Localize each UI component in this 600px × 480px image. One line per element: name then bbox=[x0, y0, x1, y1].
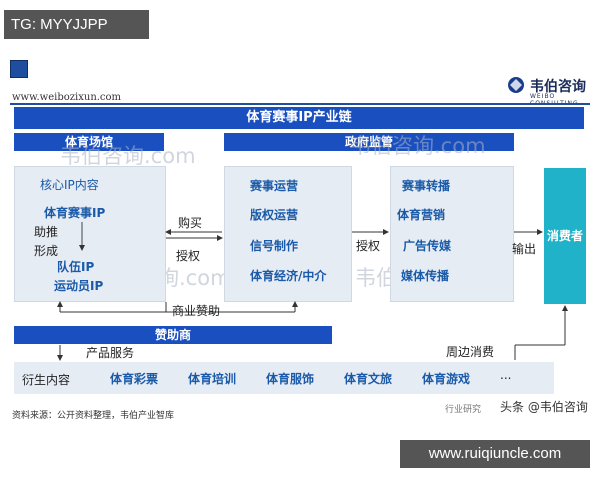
diagram-title: 体育赛事IP产业链 bbox=[14, 107, 584, 129]
derivatives-label: 衍生内容 bbox=[22, 373, 71, 387]
push-label: 助推 bbox=[34, 225, 59, 239]
copyright-operation-label: 版权运营 bbox=[250, 208, 299, 222]
consumer-label: 消费者 bbox=[546, 229, 583, 243]
event-operation-label: 赛事运营 bbox=[250, 179, 299, 193]
event-broadcast-label: 赛事转播 bbox=[402, 179, 451, 193]
source-note: 资料来源：公开资料整理，韦伯产业智库 bbox=[12, 411, 175, 421]
broadcast-box bbox=[390, 166, 514, 302]
product-service-label: 产品服务 bbox=[86, 346, 135, 360]
deriv-item: 体育彩票 bbox=[110, 372, 159, 386]
brand-logo-icon bbox=[508, 77, 524, 93]
media-spread-label: 媒体传播 bbox=[401, 269, 450, 283]
faint-watermark: 韦伯咨询.com bbox=[350, 134, 486, 158]
derivatives-box bbox=[14, 362, 554, 394]
section-government: 政府监管 bbox=[224, 133, 514, 151]
peripheral-consumption-label: 周边消费 bbox=[446, 345, 495, 359]
section-sponsor: 赞助商 bbox=[14, 326, 332, 344]
license-label: 授权 bbox=[176, 249, 201, 263]
output-label: 输出 bbox=[512, 242, 537, 256]
core-ip-label: 核心IP内容 bbox=[40, 178, 99, 192]
deriv-item: 体育游戏 bbox=[422, 372, 471, 386]
brand-name: 韦伯咨询 bbox=[530, 79, 586, 95]
event-ip-label: 体育赛事IP bbox=[44, 206, 106, 220]
section-venue: 体育场馆 bbox=[14, 133, 164, 151]
website-url[interactable]: www.weibozixun.com bbox=[12, 92, 122, 103]
channel-tag: TG: MYYJJPP bbox=[4, 10, 149, 39]
watermark-industry: 行业研究 bbox=[445, 405, 482, 415]
faint-watermark: 韦伯咨询.com bbox=[60, 144, 196, 168]
sports-marketing-label: 体育营销 bbox=[397, 208, 446, 222]
form-label: 形成 bbox=[34, 244, 59, 258]
license-label-2: 授权 bbox=[356, 239, 381, 253]
ad-media-label: 广告传媒 bbox=[403, 239, 452, 253]
deriv-item: 体育服饰 bbox=[266, 372, 315, 386]
watermark-author: 头条 @韦伯咨询 bbox=[500, 400, 588, 414]
deriv-item: 体育培训 bbox=[188, 372, 237, 386]
deriv-item: 体育文旅 bbox=[344, 372, 393, 386]
watermark-url[interactable]: www.ruiqiuncle.com bbox=[400, 440, 590, 468]
buy-label: 购买 bbox=[178, 216, 203, 230]
operation-box bbox=[224, 166, 352, 302]
consumer-box: 消费者 bbox=[544, 168, 586, 304]
signal-production-label: 信号制作 bbox=[250, 239, 299, 253]
square-logo-icon bbox=[10, 60, 28, 78]
header-divider bbox=[10, 103, 590, 105]
team-ip-label: 队伍IP bbox=[57, 260, 95, 274]
deriv-item: ... bbox=[500, 368, 512, 382]
athlete-ip-label: 运动员IP bbox=[54, 279, 104, 293]
sports-economy-label: 体育经济/中介 bbox=[250, 269, 327, 283]
commercial-sponsor-label: 商业赞助 bbox=[172, 304, 221, 318]
core-ip-box bbox=[14, 166, 166, 302]
